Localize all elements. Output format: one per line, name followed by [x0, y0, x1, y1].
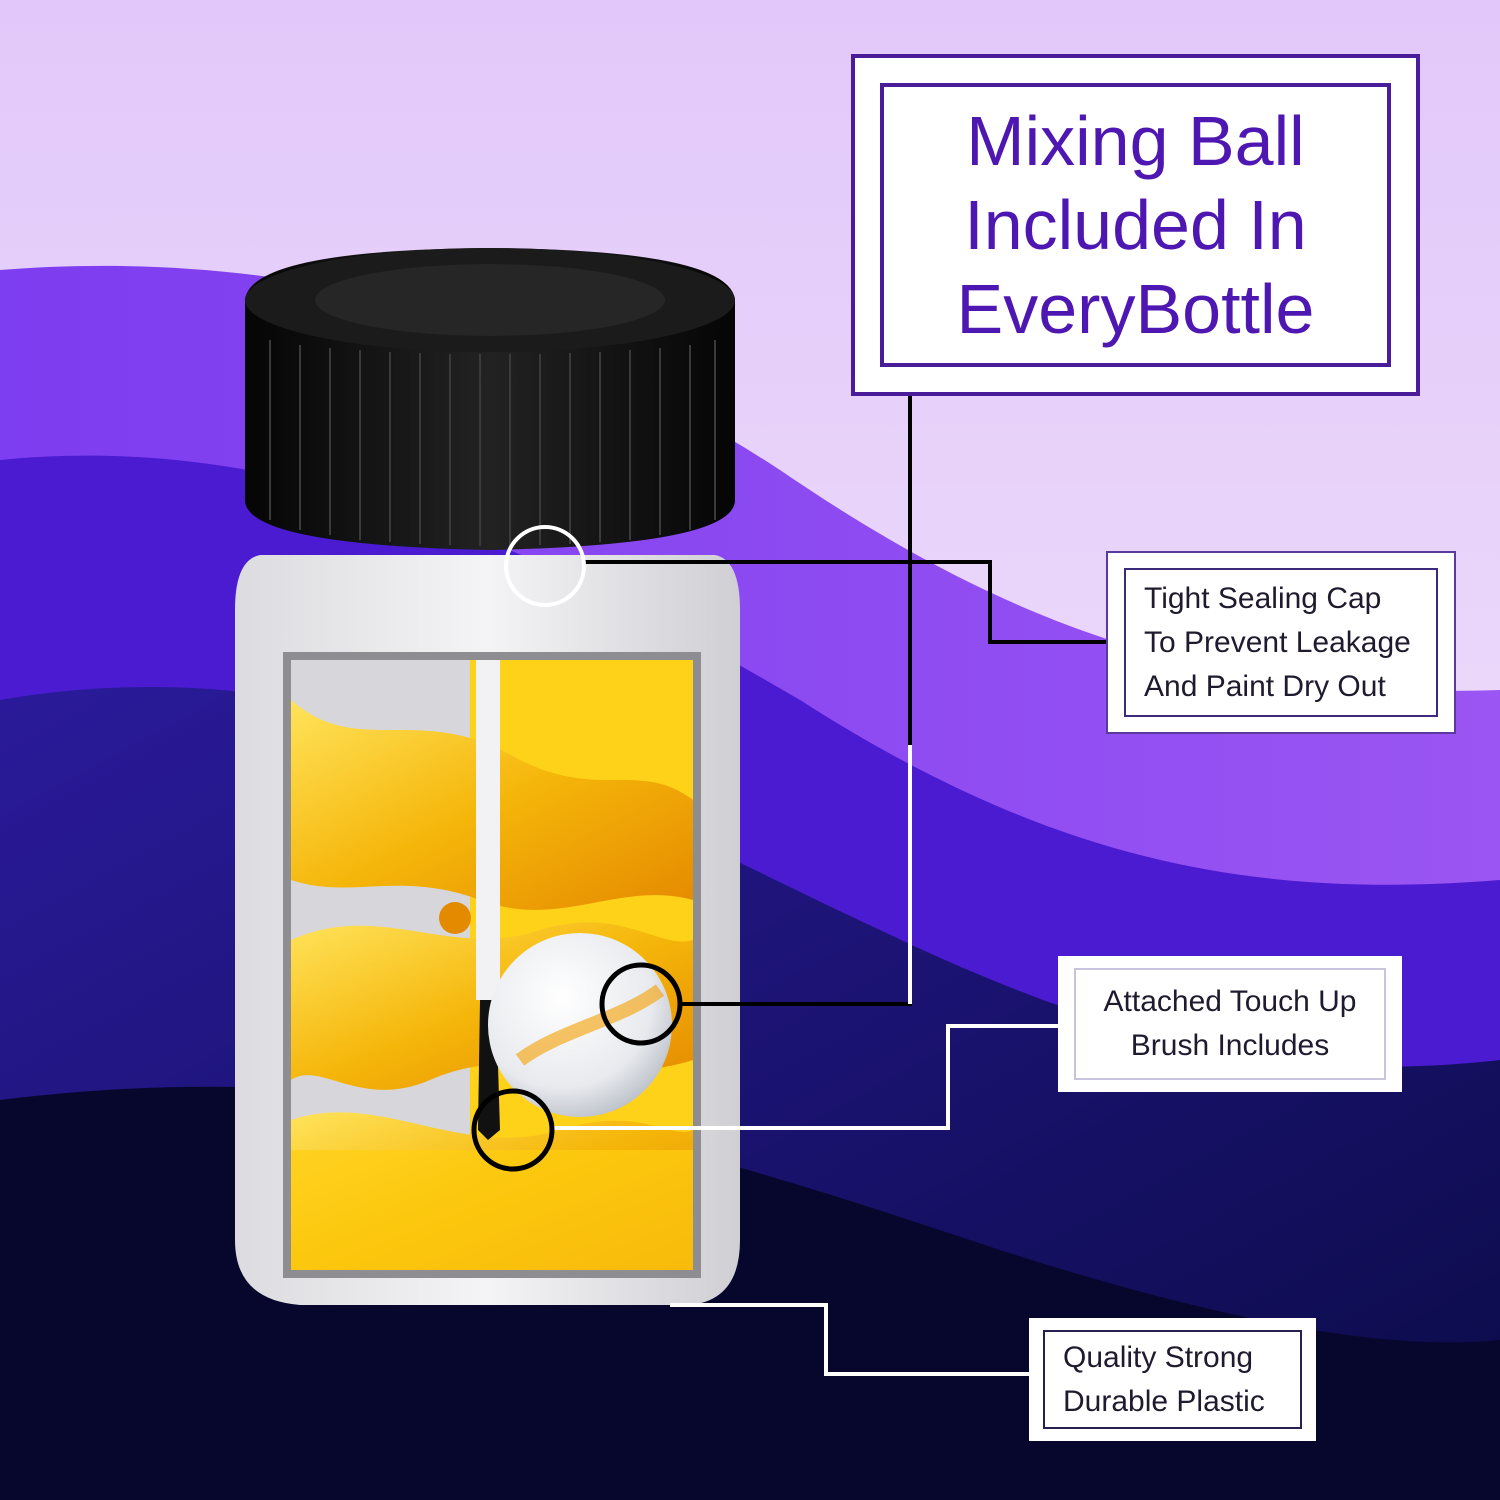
headline-line-1: Mixing Ball — [966, 102, 1305, 180]
callout-sealing-cap-line-1: Tight Sealing Cap — [1144, 581, 1382, 615]
callout-sealing-cap-frame: Tight Sealing Cap To Prevent Leakage And… — [1124, 568, 1438, 717]
callout-sealing-cap-line-3: And Paint Dry Out — [1144, 669, 1386, 703]
callout-durable-plastic-line-1: Quality Strong — [1063, 1340, 1254, 1374]
callout-durable-plastic-frame: Quality Strong Durable Plastic — [1043, 1330, 1302, 1429]
callout-sealing-cap: Tight Sealing Cap To Prevent Leakage And… — [1106, 551, 1456, 734]
callout-touch-up-brush-frame: Attached Touch Up Brush Includes — [1074, 968, 1386, 1080]
callout-touch-up-brush-line-1: Attached Touch Up — [1103, 985, 1357, 1018]
headline-box: Mixing Ball Included In EveryBottle — [851, 54, 1420, 396]
callout-durable-plastic: Quality Strong Durable Plastic — [1029, 1318, 1316, 1441]
callout-durable-plastic-line-2: Durable Plastic — [1063, 1384, 1265, 1418]
headline-inner-frame: Mixing Ball Included In EveryBottle — [880, 83, 1391, 367]
headline-line-3: EveryBottle — [956, 270, 1315, 348]
callout-touch-up-brush: Attached Touch Up Brush Includes — [1058, 956, 1402, 1092]
headline-line-2: Included In — [964, 186, 1307, 264]
callout-sealing-cap-line-2: To Prevent Leakage — [1144, 625, 1411, 659]
callout-touch-up-brush-line-2: Brush Includes — [1130, 1029, 1330, 1062]
